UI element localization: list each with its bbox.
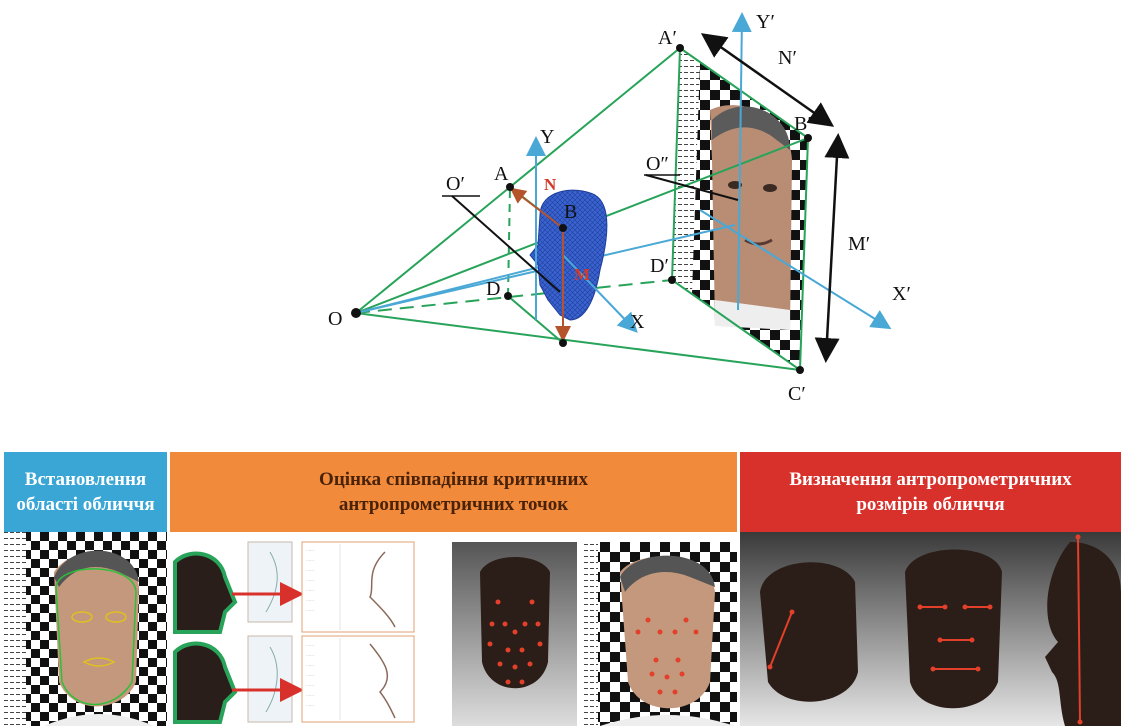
dimension-markers [509,187,571,342]
panel-3-line-2: розмірів обличчя [856,494,1005,515]
svg-text:······: ······ [306,663,314,668]
label-o-prime: O′ [446,173,465,195]
projection-diagram: O O′ A B D N M Y X O″ A′ B′ D′ C′ Y′ X′ … [328,11,911,405]
label-m-prime: M′ [848,233,870,255]
panel-critical-points-title: Оцінка співпадіння критичних антропрометр… [170,452,737,532]
panel-critical-points: Оцінка співпадіння критичних антропрометр… [170,452,737,726]
panel-3-line-1: Визначення антропрометричних [789,469,1072,490]
label-y-prime: Y′ [756,11,775,33]
face-region-image [4,532,167,726]
svg-text:······: ······ [306,548,314,553]
svg-text:······: ······ [306,653,314,658]
svg-text:······: ······ [306,693,314,698]
label-o: O [328,308,342,330]
leader-o-double-prime [645,174,739,201]
panel-face-region: Встановлення області обличчя [4,452,167,726]
panel-face-dimensions: Визначення антропрометричних розмірів обл… [740,452,1121,726]
critical-points-dots [487,599,543,685]
label-n-prime: N′ [778,47,797,69]
svg-text:······: ······ [306,598,314,603]
label-a-prime: A′ [658,27,677,49]
object-axes [526,12,892,333]
label-n: N [544,175,557,194]
label-o-double-prime: O″ [646,153,669,175]
label-c-prime: C′ [788,383,806,405]
label-d-prime: D′ [650,255,669,277]
head-model [529,189,608,321]
svg-text:······: ······ [306,588,314,593]
label-x-prime: X′ [892,283,911,305]
leader-o-prime [451,195,561,293]
critical-points-image: ······ ······ ······ ······ ······ ······ ····… [170,532,737,726]
svg-text:······: ······ [306,643,314,648]
label-m: M [574,265,590,284]
label-a: A [494,163,509,185]
svg-text:······: ······ [306,703,314,708]
panel-face-region-title: Встановлення області обличчя [4,452,167,532]
svg-text:······: ······ [306,568,314,573]
label-y: Y [540,126,554,148]
label-d: D [486,278,500,300]
panel-1-line-1: Встановлення [24,469,147,490]
svg-text:······: ······ [306,608,314,613]
svg-text:······: ······ [306,558,314,563]
diagram-points [351,44,812,374]
image-dimensions [700,33,850,363]
panel-face-dimensions-title: Визначення антропрометричних розмірів обл… [740,452,1121,532]
svg-text:······: ······ [306,673,314,678]
label-x: X [630,311,645,333]
label-b-prime: B′ [794,113,812,135]
svg-text:······: ······ [306,578,314,583]
label-b: B [564,201,577,223]
panel-2-line-1: Оцінка співпадіння критичних [319,469,588,490]
face-dimensions-image [740,532,1121,726]
svg-text:······: ······ [306,683,314,688]
panel-1-line-2: області обличчя [16,494,155,515]
panel-2-line-2: антропрометричних точок [338,494,569,515]
